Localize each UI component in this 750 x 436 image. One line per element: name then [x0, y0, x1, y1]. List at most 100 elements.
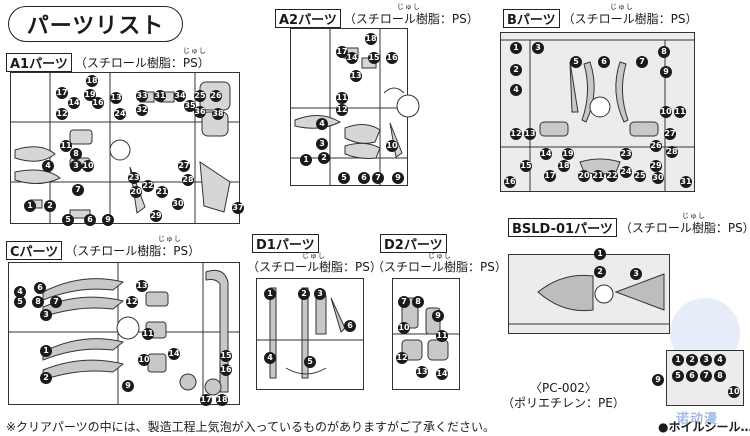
part-number: 1: [594, 248, 606, 260]
pc-002-material: （ポリエチレン：PE）: [502, 396, 625, 410]
part-number: 1: [24, 200, 36, 212]
part-number: 34: [174, 90, 186, 102]
part-number: 8: [658, 46, 670, 58]
part-number: 4: [714, 354, 726, 366]
part-number: 1: [672, 354, 684, 366]
d1-parts-drawing: [256, 287, 364, 379]
bsld-ruby: じゅし: [682, 212, 706, 220]
part-number: 9: [102, 214, 114, 226]
part-number: 10: [82, 160, 94, 172]
part-number: 8: [32, 296, 44, 308]
part-number: 7: [700, 370, 712, 382]
part-number: 28: [666, 146, 678, 158]
part-number: 11: [674, 106, 686, 118]
part-number: 18: [216, 394, 228, 406]
part-number: 6: [34, 282, 46, 294]
part-number: 7: [72, 184, 84, 196]
part-number: 5: [62, 214, 74, 226]
part-number: 13: [416, 366, 428, 378]
b-label: Bパーツ （スチロール樹脂：PS）: [503, 9, 698, 28]
part-number: 6: [84, 214, 96, 226]
part-number: 4: [316, 118, 328, 130]
part-number: 21: [156, 186, 168, 198]
a2-ruby: じゅし: [397, 3, 421, 11]
part-number: 23: [620, 148, 632, 160]
part-number: 22: [142, 180, 154, 192]
part-number: 37: [232, 202, 244, 214]
d1-ruby: じゅし: [302, 252, 326, 260]
part-number: 12: [126, 296, 138, 308]
d1-tag: D1パーツ: [252, 234, 319, 253]
part-number: 1: [264, 288, 276, 300]
part-number: 6: [358, 172, 370, 184]
part-number: 13: [524, 128, 536, 140]
part-number: 3: [314, 288, 326, 300]
part-number: 5: [304, 356, 316, 368]
part-number: 1: [510, 42, 522, 54]
part-number: 7: [636, 56, 648, 68]
part-number: 17: [200, 394, 212, 406]
part-number: 25: [194, 90, 206, 102]
part-number: 4: [510, 84, 522, 96]
part-number: 20: [130, 186, 142, 198]
part-number: 7: [50, 296, 62, 308]
part-number: 11: [60, 140, 72, 152]
d2-tag: D2パーツ: [380, 234, 447, 253]
d2-label: D2パーツ: [380, 234, 447, 253]
part-number: 31: [680, 176, 692, 188]
c-parts-drawing: [8, 262, 240, 405]
part-number: 26: [210, 90, 222, 102]
part-number: 30: [652, 172, 664, 184]
part-number: 2: [594, 266, 606, 278]
page-title: パーツリスト: [8, 6, 183, 42]
part-number: 17: [336, 46, 348, 58]
part-number: 33: [136, 90, 148, 102]
part-number: 16: [386, 52, 398, 64]
d2-ruby: じゅし: [428, 252, 452, 260]
part-number: 4: [264, 352, 276, 364]
part-number: 29: [150, 210, 162, 222]
d1-label: D1パーツ: [252, 234, 319, 253]
foil-seal-label: ●ホイルシール…: [658, 420, 750, 434]
pc-002-label: 〈PC-002〉 （ポリエチレン：PE）: [502, 381, 625, 411]
part-number: 6: [686, 370, 698, 382]
a1-ruby: じゅし: [183, 47, 207, 55]
part-number: 14: [346, 52, 358, 64]
part-number: 10: [138, 354, 150, 366]
part-number: 2: [686, 354, 698, 366]
part-number: 5: [570, 56, 582, 68]
part-number: 12: [56, 108, 68, 120]
part-number: 16: [220, 364, 232, 376]
part-number: 9: [392, 172, 404, 184]
part-number: 18: [86, 75, 98, 87]
part-number: 10: [398, 322, 410, 334]
part-number: 32: [136, 104, 148, 116]
part-number: 13: [110, 92, 122, 104]
part-number: 18: [558, 160, 570, 172]
part-number: 27: [178, 160, 190, 172]
part-number: 29: [650, 160, 662, 172]
part-number: 30: [172, 198, 184, 210]
b-material: （スチロール樹脂：PS）: [562, 12, 698, 26]
part-number: 14: [68, 97, 80, 109]
part-number: 16: [504, 176, 516, 188]
part-number: 6: [598, 56, 610, 68]
bsld-material: （スチロール樹脂：PS）: [619, 221, 750, 235]
part-number: 2: [510, 64, 522, 76]
a2-parts-drawing: [290, 28, 420, 186]
part-number: 20: [578, 170, 590, 182]
part-number: 1: [40, 345, 52, 357]
part-number: 13: [136, 280, 148, 292]
part-number: 16: [92, 97, 104, 109]
part-number: 8: [412, 296, 424, 308]
part-number: 3: [700, 354, 712, 366]
part-number: 23: [128, 172, 140, 184]
a1-tag: A1パーツ: [6, 53, 72, 72]
part-number: 26: [650, 140, 662, 152]
part-number: 15: [220, 350, 232, 362]
part-number: 19: [562, 148, 574, 160]
part-number: 12: [510, 128, 522, 140]
clear-parts-note: ※クリアパーツの中には、製造工程上気泡が入っているものがありますがご了承ください…: [6, 420, 495, 434]
part-number: 9: [660, 66, 672, 78]
part-number: 10: [386, 140, 398, 152]
